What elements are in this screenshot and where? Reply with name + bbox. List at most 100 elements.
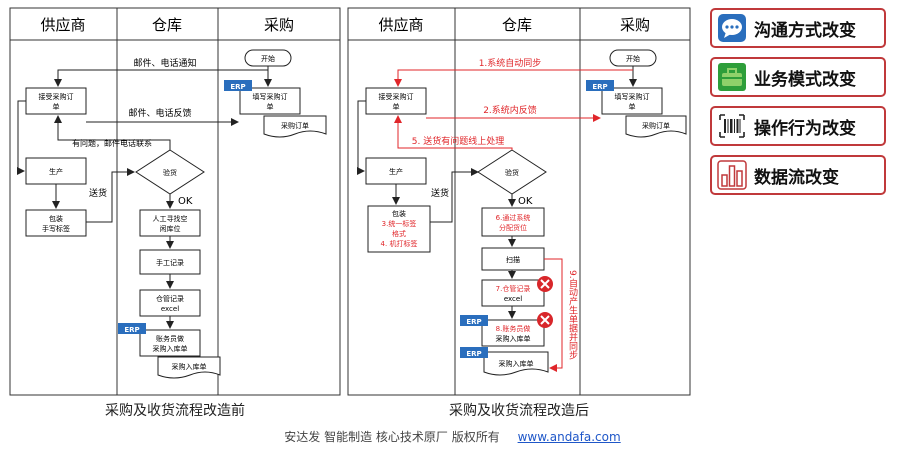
edge-ship: 送货 (89, 187, 107, 199)
fill-po-node (239, 87, 301, 115)
pack-node (367, 205, 431, 253)
clerk-entry-node (481, 319, 545, 347)
po-document (625, 115, 687, 138)
erp-badge (224, 80, 252, 91)
auto-slot-node (481, 207, 545, 237)
edge-mail-feedback: 邮件、电话反馈 (128, 107, 191, 119)
erp-badge (460, 315, 488, 326)
excel-record-node (481, 279, 545, 307)
chat-icon (716, 12, 748, 44)
inbound-document-label: 采购入库单 (499, 359, 534, 368)
panel-before: 供应商 仓库 采购 开始 填写采购订 单 ERP 采购订单 接受采购订 单 邮件… (9, 7, 341, 396)
pack-label-1: 包装 (49, 214, 63, 223)
edge-sys-feedback: 2.系统内反馈 (483, 104, 537, 116)
lane-purchase: 采购 (264, 16, 294, 34)
manual-record-label: 手工记录 (156, 258, 184, 267)
pack-label-2: 3.统一标签 (382, 219, 417, 228)
find-slot-label-1: 人工寻找空 (153, 214, 188, 223)
clerk-entry-node (139, 329, 201, 357)
removed-step-icon (537, 312, 553, 328)
po-document-label: 采购订单 (642, 121, 670, 130)
produce-node (25, 157, 87, 185)
lane-supplier: 供应商 (378, 16, 423, 34)
receive-po-label-2: 单 (393, 102, 400, 111)
excel-record-node (139, 289, 201, 317)
edge-auto-gen: 9.自动产生单据并同步 (567, 270, 578, 361)
legend-dataflow: 数据流改变 (710, 155, 886, 195)
erp-badge-label: ERP (466, 318, 481, 326)
inbound-document-label: 采购入库单 (172, 362, 207, 371)
footer-text: 安达发 智能制造 核心技术原厂 版权所有 (284, 430, 500, 444)
erp-badge-label: ERP (592, 83, 607, 91)
legend-label: 业务模式改变 (754, 69, 856, 90)
scan-label: 扫描 (506, 255, 520, 264)
receive-po-label-1: 接受采购订 (379, 92, 414, 101)
bar-chart-icon (716, 159, 748, 191)
footer-link[interactable]: www.andafa.com (517, 430, 621, 444)
legend-label: 操作行为改变 (754, 118, 856, 139)
produce-label: 生产 (49, 167, 63, 176)
legend-label: 沟通方式改变 (754, 20, 856, 41)
edge-auto-sync: 1.系统自动同步 (479, 57, 542, 69)
receive-po-node (365, 87, 427, 115)
fill-po-label-2: 单 (267, 102, 274, 111)
pack-node (25, 209, 87, 237)
barcode-icon (716, 110, 748, 142)
lane-supplier: 供应商 (40, 16, 85, 34)
clerk-entry-label-2: 采购入库单 (496, 334, 531, 343)
panel-after: 供应商 仓库 采购 开始 填写采购订 单 ERP 采购订单 接受采购订 单 1.… (347, 7, 691, 396)
excel-record-label-2: excel (504, 295, 522, 303)
edge-issue-contact: 有问题，邮件电话联系 (72, 138, 152, 148)
start-label: 开始 (261, 54, 275, 63)
auto-slot-label-1: 6.通过系统 (496, 213, 531, 222)
erp-badge-label: ERP (230, 83, 245, 91)
caption-before: 采购及收货流程改造前 (105, 403, 245, 419)
edge-ship: 送货 (431, 187, 449, 199)
receive-po-label-2: 单 (53, 102, 60, 111)
erp-badge-label: ERP (124, 326, 139, 334)
inbound-document (483, 351, 549, 376)
find-slot-node (139, 209, 201, 237)
edge-ok: OK (178, 196, 193, 207)
lane-warehouse: 仓库 (502, 16, 532, 34)
fill-po-label-2: 单 (629, 102, 636, 111)
po-document-label: 采购订单 (281, 121, 309, 130)
auto-slot-label-2: 分配货位 (499, 223, 527, 232)
inspect-label: 验货 (505, 168, 519, 177)
find-slot-label-2: 闲库位 (160, 224, 181, 233)
edge-online-issue: 5. 送货有问题线上处理 (412, 135, 504, 147)
legend-operation: 操作行为改变 (710, 106, 886, 146)
pack-label-1: 包装 (392, 209, 406, 218)
erp-badge (118, 323, 146, 334)
edge-ok: OK (518, 196, 533, 207)
produce-label: 生产 (389, 167, 403, 176)
lane-warehouse: 仓库 (152, 16, 182, 34)
clerk-entry-label-2: 采购入库单 (153, 344, 188, 353)
pack-label-4: 4. 机打标签 (381, 239, 418, 248)
start-label: 开始 (626, 54, 640, 63)
clerk-entry-label-1: 账务员做 (156, 334, 184, 343)
po-document (263, 115, 327, 138)
fill-po-label-1: 填写采购订 (253, 92, 288, 101)
inspect-label: 验货 (163, 168, 177, 177)
legend-business: 业务模式改变 (710, 57, 886, 97)
erp-badge (460, 347, 488, 358)
excel-record-label-1: 7.仓管记录 (496, 284, 531, 293)
fill-po-node (601, 87, 663, 115)
receive-po-label-1: 接受采购订 (39, 92, 74, 101)
excel-record-label-1: 仓管记录 (156, 294, 184, 303)
erp-badge (586, 80, 614, 91)
legend-communication: 沟通方式改变 (710, 8, 886, 48)
briefcase-icon (716, 61, 748, 93)
caption-after: 采购及收货流程改造后 (449, 403, 589, 419)
removed-step-icon (537, 276, 553, 292)
pack-label-2: 手写标签 (42, 224, 70, 233)
fill-po-label-1: 填写采购订 (615, 92, 650, 101)
inbound-document (157, 356, 221, 379)
pack-label-3: 格式 (392, 229, 406, 238)
footer: 安达发 智能制造 核心技术原厂 版权所有 www.andafa.com (0, 428, 905, 445)
legend-label: 数据流改变 (754, 167, 839, 188)
produce-node (365, 157, 427, 185)
erp-badge-label: ERP (466, 350, 481, 358)
clerk-entry-label-1: 8.账务员做 (496, 324, 531, 333)
